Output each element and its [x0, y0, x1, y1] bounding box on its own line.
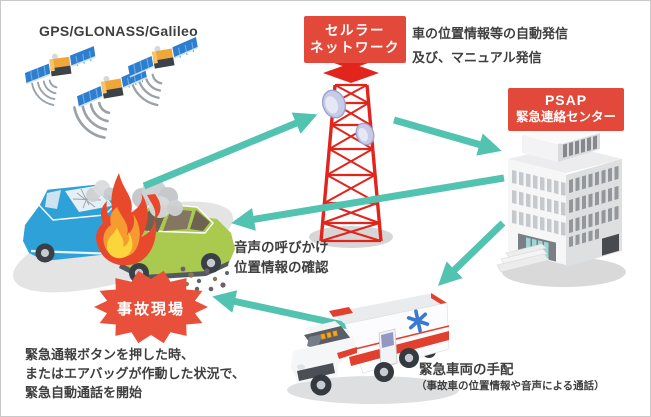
antenna-dish	[355, 122, 375, 146]
psap-label-line2: 緊急連絡センター	[515, 110, 616, 124]
voice-note-line2: 位置情報の確認	[234, 260, 329, 275]
accident-starburst	[94, 270, 208, 344]
cellular-note-line1: 車の位置情報等の自動発信	[412, 26, 569, 41]
accident-badge-label: 事故現場	[116, 301, 185, 318]
antenna-dish	[321, 89, 347, 119]
accident-note-line3: 緊急自動通話を開始	[25, 385, 143, 400]
satellite-icon	[21, 36, 202, 139]
accident-note: 緊急通報ボタンを押した時、 またはエアバッグが作動した状況で、 緊急自動通話を開…	[25, 345, 245, 402]
car-crash-icon	[13, 173, 235, 293]
fire-icon	[96, 173, 161, 266]
gnss-label: GPS/GLONASS/Galileo	[39, 23, 198, 39]
dispatch-subtitle: （事故車の位置情報や音声による通話）	[416, 380, 605, 392]
accident-note-line1: 緊急通報ボタンを押した時、	[25, 347, 195, 362]
cellular-label-line1: セルラー	[325, 23, 385, 38]
arrow-tower-to-psap	[393, 116, 502, 156]
ambulance-icon	[287, 293, 459, 404]
psap-label: PSAP 緊急連絡センター	[508, 88, 624, 131]
cellular-note: 車の位置情報等の自動発信 及び、マニュアル発信	[412, 22, 568, 70]
cellular-label-line2: ネットワーク	[310, 40, 400, 55]
cellular-network-label: セルラー ネットワーク	[304, 16, 406, 63]
arrow-psap-to-ambulance	[438, 220, 506, 286]
cellular-note-line2: 及び、マニュアル発信	[412, 50, 542, 65]
psap-building-icon	[496, 125, 626, 287]
dispatch-title: 緊急車両の手配	[419, 362, 514, 377]
psap-label-line1: PSAP	[544, 92, 588, 108]
accident-note-line2: またはエアバッグが作動した状況で、	[25, 366, 245, 381]
arrow-psap-to-car	[231, 174, 505, 231]
voice-note-line1: 音声の呼びかけ	[234, 240, 329, 255]
voice-note: 音声の呼びかけ 位置情報の確認	[234, 238, 329, 278]
debris	[180, 266, 229, 292]
cell-tower-icon	[309, 49, 393, 248]
arrow-car-to-tower	[142, 112, 318, 190]
